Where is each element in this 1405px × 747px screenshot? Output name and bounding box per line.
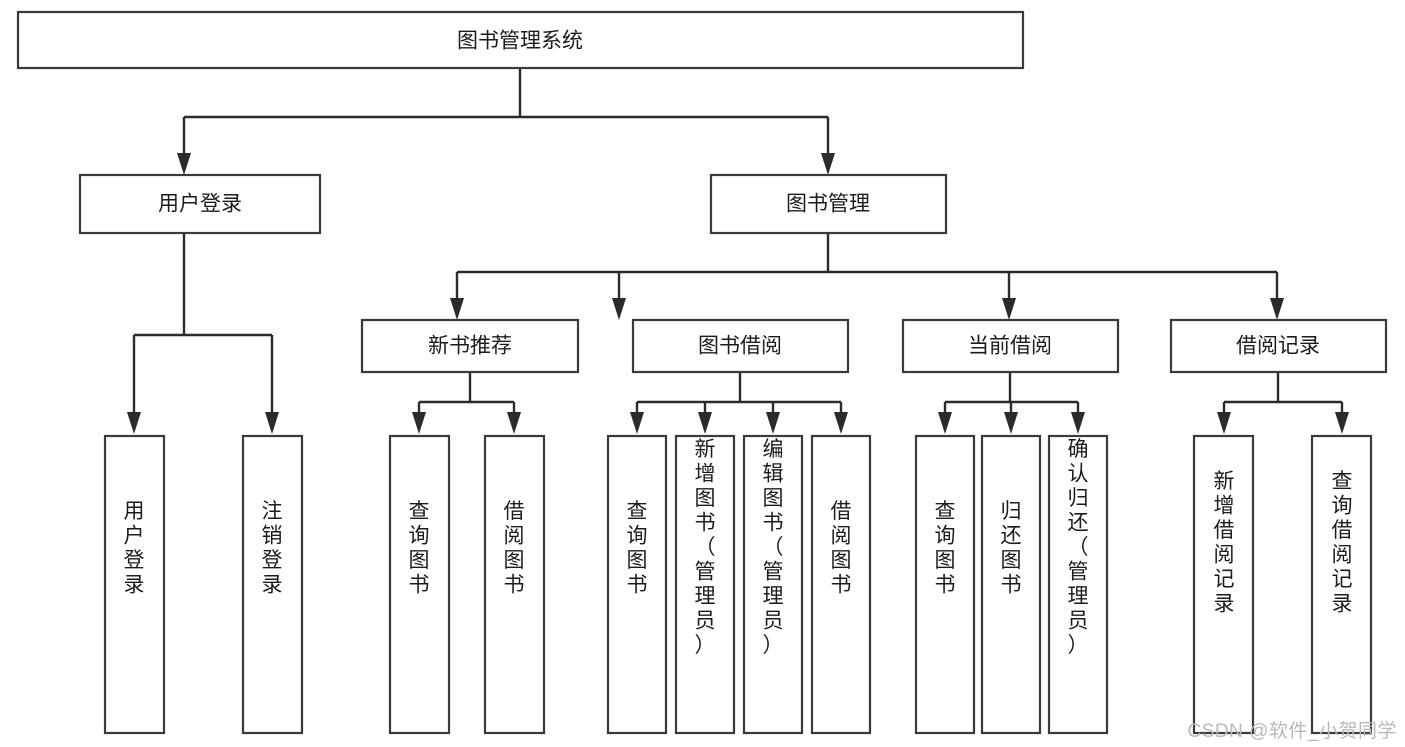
node-leaf-br-add-record[interactable]: 新增借阅记录 (1192, 434, 1255, 735)
node-leaf-nb-query-book[interactable]: 查询图书 (388, 434, 451, 735)
node-leaf-nb-borrow-book[interactable]: 借阅图书 (483, 434, 546, 735)
node-leaf-logout[interactable]: 注销登录 (241, 434, 304, 735)
node-leaf-br-add-record-box[interactable] (1192, 434, 1255, 735)
node-leaf-nb-borrow-book-label: 借阅图书 (504, 500, 525, 597)
node-leaf-br-add-record-label: 新增借阅记录 (1214, 470, 1235, 616)
arrow-head-borrow-record (1270, 298, 1284, 320)
arrow-head-book-borrow (612, 298, 626, 320)
node-leaf-user-login[interactable]: 用户登录 (103, 434, 166, 735)
node-book-manage[interactable]: 图书管理 (709, 173, 948, 235)
node-borrow-record[interactable]: 借阅记录 (1169, 318, 1388, 374)
node-root-label: 图书管理系统 (457, 30, 583, 53)
arrow-head-current-borrow (1002, 298, 1016, 320)
node-leaf-bb-query-book[interactable]: 查询图书 (606, 434, 668, 735)
node-leaf-bb-borrow-book[interactable]: 借阅图书 (810, 434, 872, 735)
arrow-head-leaf-user-login (127, 412, 141, 434)
arrow-head-br-leaf-2 (1335, 412, 1349, 434)
node-leaf-cb-query-book-label: 查询图书 (935, 500, 956, 597)
node-leaf-bb-edit-book-box[interactable] (742, 434, 804, 735)
node-book-borrow-label: 图书借阅 (698, 335, 782, 358)
node-leaf-br-query-record-label: 查询借阅记录 (1332, 470, 1353, 616)
node-leaf-cb-query-book[interactable]: 查询图书 (914, 434, 976, 735)
node-root-box[interactable] (16, 10, 1025, 70)
node-leaf-cb-return-book[interactable]: 归还图书 (980, 434, 1042, 735)
node-leaf-logout-box[interactable] (241, 434, 304, 735)
node-book-manage-box[interactable] (709, 173, 948, 235)
node-leaf-bb-edit-book[interactable]: 编辑图书（管理员） (742, 434, 804, 735)
arrow-head-new-book (450, 298, 464, 320)
node-leaf-br-query-record[interactable]: 查询借阅记录 (1310, 434, 1373, 735)
node-leaf-bb-add-book-box[interactable] (674, 434, 736, 735)
node-book-borrow-box[interactable] (631, 318, 850, 374)
node-leaf-cb-confirm-return-box[interactable] (1047, 434, 1109, 735)
node-leaf-bb-edit-book-label: 编辑图书（管理员） (763, 438, 784, 657)
node-leaf-bb-borrow-book-label: 借阅图书 (831, 500, 852, 597)
node-leaf-nb-query-book-box[interactable] (388, 434, 451, 735)
arrow-head-bb-leaf-4 (834, 412, 848, 434)
arrow-head-cb-leaf-3 (1071, 412, 1085, 434)
arrow-head-leaf-logout (265, 412, 279, 434)
node-book-manage-label: 图书管理 (786, 193, 870, 216)
node-current-borrow-label: 当前借阅 (968, 335, 1052, 358)
node-leaf-nb-query-book-label: 查询图书 (409, 500, 430, 597)
arrow-head-nb-leaf-2 (507, 412, 521, 434)
arrow-head-bb-leaf-1 (630, 412, 644, 434)
node-leaf-cb-return-book-label: 归还图书 (1001, 500, 1022, 597)
node-new-book-recommend[interactable]: 新书推荐 (360, 318, 580, 374)
node-leaf-user-login-label: 用户登录 (124, 500, 145, 597)
node-root[interactable]: 图书管理系统 (16, 10, 1025, 70)
node-leaf-cb-confirm-return-label: 确认归还（管理员） (1068, 438, 1089, 657)
arrow-head-cb-leaf-1 (938, 412, 952, 434)
arrow-head-user-login (177, 153, 191, 175)
node-leaf-bb-query-book-box[interactable] (606, 434, 668, 735)
node-user-login-label: 用户登录 (158, 193, 242, 216)
node-leaf-bb-borrow-book-box[interactable] (810, 434, 872, 735)
node-leaf-nb-borrow-book-box[interactable] (483, 434, 546, 735)
node-new-book-recommend-box[interactable] (360, 318, 580, 374)
node-leaf-logout-label: 注销登录 (262, 500, 283, 597)
arrow-head-book-manage (821, 153, 835, 175)
node-leaf-user-login-box[interactable] (103, 434, 166, 735)
node-leaf-bb-add-book-label: 新增图书（管理员） (695, 438, 716, 657)
node-leaf-bb-query-book-label: 查询图书 (627, 500, 648, 597)
node-new-book-recommend-label: 新书推荐 (428, 335, 512, 358)
connector-layer (127, 68, 1349, 434)
node-leaf-cb-confirm-return[interactable]: 确认归还（管理员） (1047, 434, 1109, 735)
node-current-borrow-box[interactable] (901, 318, 1120, 374)
node-book-borrow[interactable]: 图书借阅 (631, 318, 850, 374)
arrow-head-bb-leaf-2 (698, 412, 712, 434)
node-leaf-bb-add-book[interactable]: 新增图书（管理员） (674, 434, 736, 735)
node-borrow-record-box[interactable] (1169, 318, 1388, 374)
node-leaf-cb-return-book-box[interactable] (980, 434, 1042, 735)
node-current-borrow[interactable]: 当前借阅 (901, 318, 1120, 374)
arrow-head-br-leaf-1 (1217, 412, 1231, 434)
node-user-login-box[interactable] (78, 173, 322, 235)
arrow-head-bb-leaf-3 (766, 412, 780, 434)
arrow-head-cb-leaf-2 (1004, 412, 1018, 434)
node-borrow-record-label: 借阅记录 (1236, 335, 1320, 358)
node-leaf-cb-query-book-box[interactable] (914, 434, 976, 735)
node-leaf-br-query-record-box[interactable] (1310, 434, 1373, 735)
node-user-login[interactable]: 用户登录 (78, 173, 322, 235)
arrow-head-nb-leaf-1 (412, 412, 426, 434)
